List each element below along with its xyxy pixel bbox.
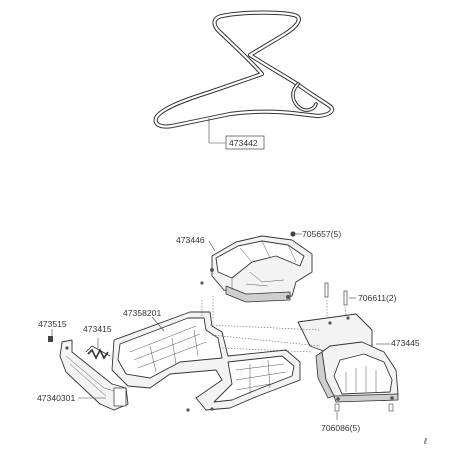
assembly-dash-4 <box>211 334 321 347</box>
label-side-cover: 473445 <box>391 338 420 348</box>
deck-shield-drawing <box>111 311 301 412</box>
spring-icon <box>85 345 111 360</box>
assembly-dash-5 <box>221 347 313 353</box>
label-upper-cover: 473446 <box>176 235 205 245</box>
assembly-dash-3 <box>209 324 321 331</box>
screw-icon <box>334 403 394 412</box>
label-pins: 706611(2) <box>358 293 397 303</box>
bracket-drawing <box>59 339 129 411</box>
label-small-part: 473515 <box>38 319 67 329</box>
label-bracket: 47340301 <box>37 393 75 403</box>
upper-cover-drawing <box>200 235 313 303</box>
pin-icons <box>324 282 348 306</box>
small-part-icon <box>48 336 53 342</box>
label-spring: 473415 <box>83 324 112 334</box>
side-cover-drawing <box>297 313 399 403</box>
label-belt: 473442 <box>229 138 258 148</box>
belt-drawing <box>153 10 335 129</box>
label-upper-cover-screws: 705657(5) <box>302 229 341 239</box>
screw-icon <box>290 231 296 237</box>
upper-cover-leader <box>208 240 216 252</box>
deck-shield-leader <box>151 316 165 332</box>
belt-label-box <box>225 135 265 150</box>
label-deck-shield: 47358201 <box>123 308 161 318</box>
label-side-cover-screws: 706086(5) <box>321 423 360 433</box>
corner-mark: ℓ <box>423 436 427 446</box>
